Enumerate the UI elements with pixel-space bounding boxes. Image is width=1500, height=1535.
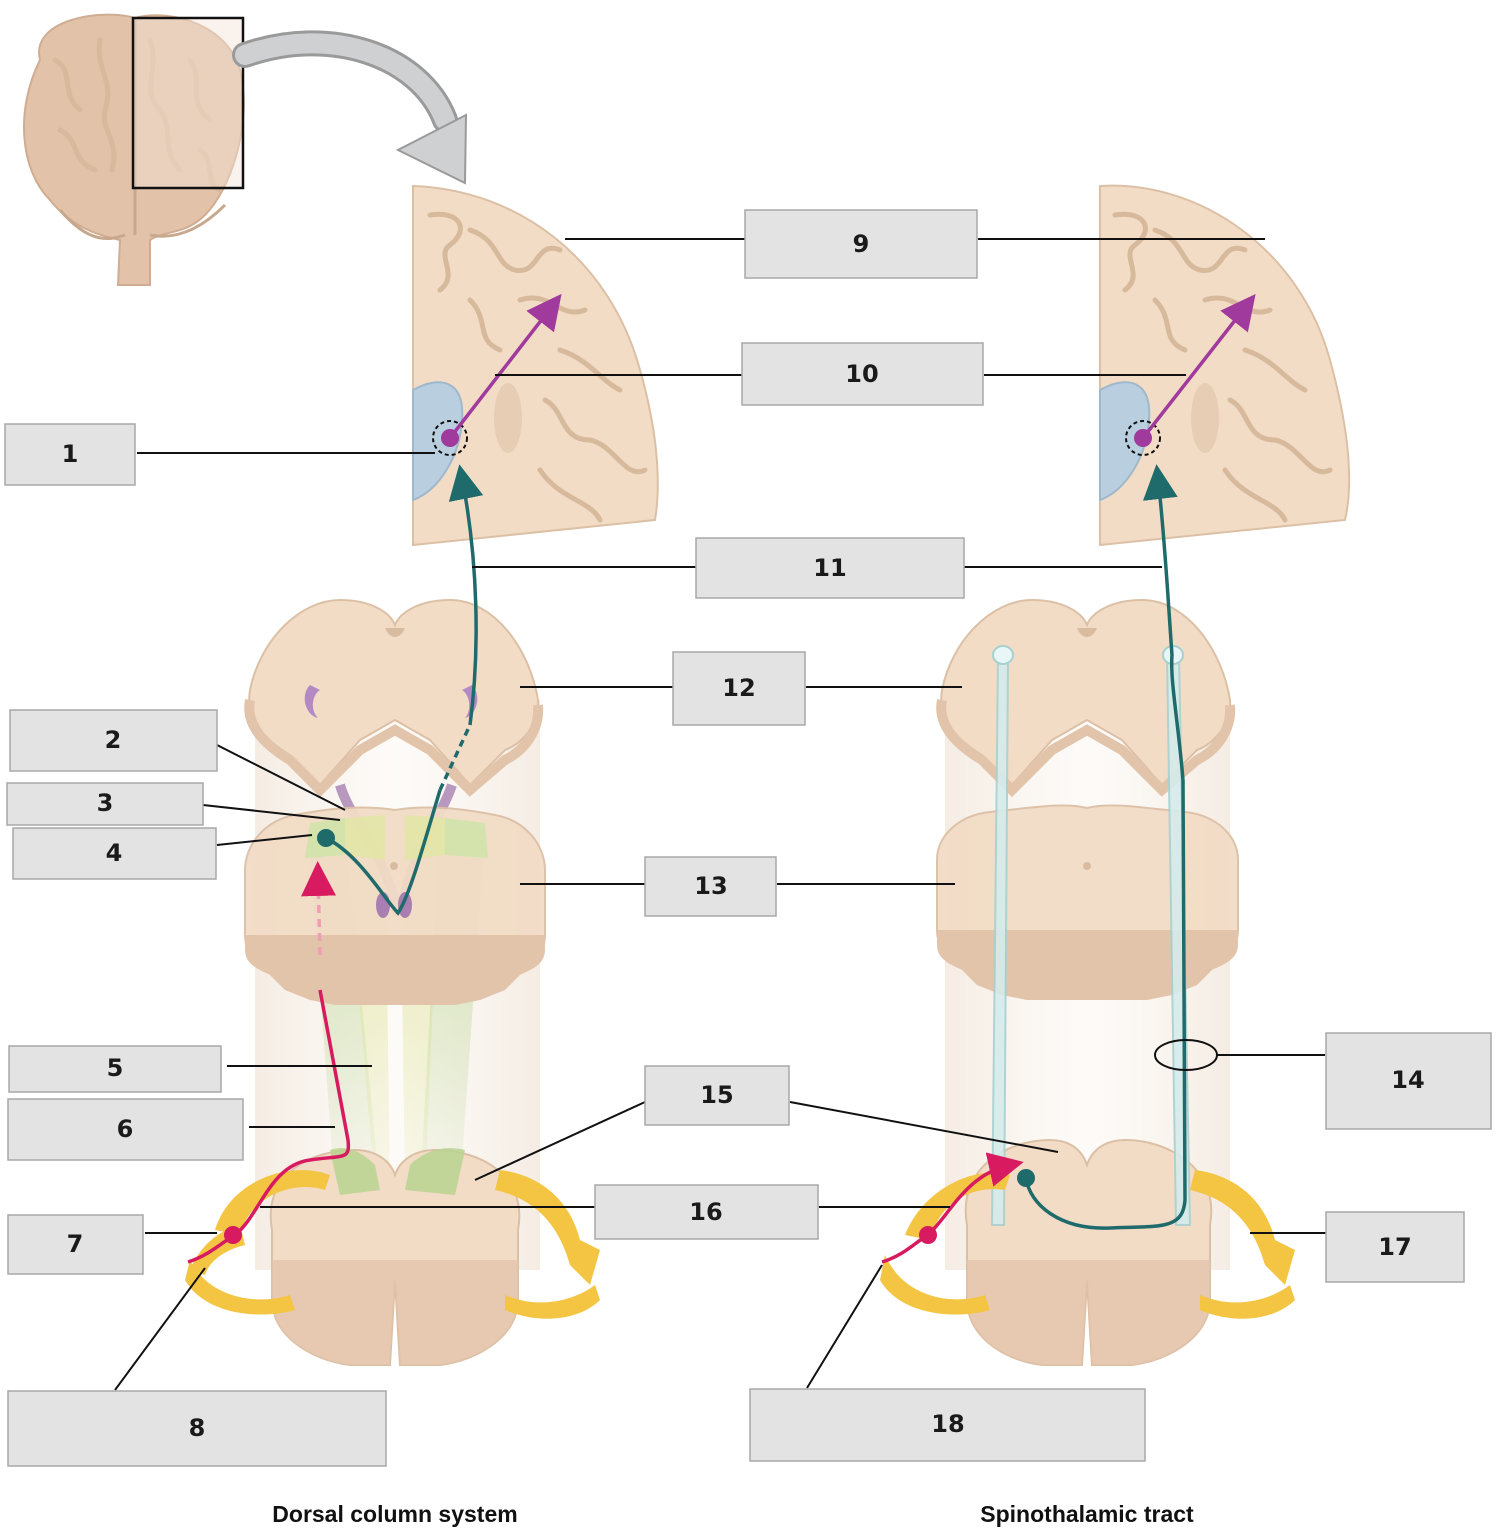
label-box-17[interactable]: 17 [1325, 1211, 1465, 1283]
zoom-arrow-icon [232, 30, 468, 185]
label-box-10[interactable]: 10 [741, 342, 984, 406]
label-box-7[interactable]: 7 [7, 1214, 144, 1275]
caption-dorsal-column-system: Dorsal column system [272, 1501, 517, 1527]
right-spinal-column [880, 598, 1295, 1366]
svg-text:14: 14 [1391, 1066, 1424, 1094]
label-box-5[interactable]: 5 [8, 1045, 222, 1093]
first-order-neuron-cell-body [224, 1226, 242, 1244]
svg-text:8: 8 [189, 1414, 206, 1442]
spinothalamic-pathway [881, 293, 1256, 1264]
label-box-12[interactable]: 12 [672, 651, 806, 726]
dorsal-column-pathway [187, 293, 562, 1264]
brain-thumbnail [23, 13, 245, 286]
svg-text:17: 17 [1378, 1233, 1411, 1261]
svg-text:5: 5 [107, 1054, 124, 1082]
label-box-14[interactable]: 14 [1325, 1032, 1492, 1130]
svg-text:13: 13 [694, 872, 727, 900]
svg-text:7: 7 [67, 1230, 84, 1258]
svg-text:3: 3 [97, 789, 114, 817]
label-box-2[interactable]: 2 [9, 709, 218, 772]
left-spinal-column [185, 598, 600, 1366]
svg-text:12: 12 [722, 674, 755, 702]
label-box-13[interactable]: 13 [644, 856, 777, 917]
svg-text:4: 4 [106, 839, 123, 867]
svg-text:2: 2 [105, 726, 122, 754]
svg-text:18: 18 [931, 1410, 964, 1438]
label-box-16[interactable]: 16 [594, 1184, 819, 1240]
label-box-18[interactable]: 18 [749, 1388, 1146, 1462]
label-box-6[interactable]: 6 [7, 1098, 244, 1161]
label-box-3[interactable]: 3 [6, 782, 204, 826]
svg-text:15: 15 [700, 1081, 733, 1109]
leader-lines [114, 238, 1326, 1391]
label-box-1[interactable]: 1 [4, 423, 136, 486]
label-box-11[interactable]: 11 [695, 537, 965, 599]
caption-spinothalamic-tract: Spinothalamic tract [980, 1501, 1194, 1527]
svg-text:11: 11 [813, 554, 846, 582]
svg-text:10: 10 [845, 360, 878, 388]
svg-text:9: 9 [853, 230, 870, 258]
svg-text:16: 16 [689, 1198, 722, 1226]
label-box-4[interactable]: 4 [12, 827, 217, 880]
svg-text:6: 6 [117, 1115, 134, 1143]
label-box-15[interactable]: 15 [644, 1065, 790, 1126]
svg-text:1: 1 [62, 440, 79, 468]
left-cortex-section [412, 184, 659, 547]
label-box-9[interactable]: 9 [744, 209, 978, 279]
label-box-8[interactable]: 8 [7, 1390, 387, 1467]
